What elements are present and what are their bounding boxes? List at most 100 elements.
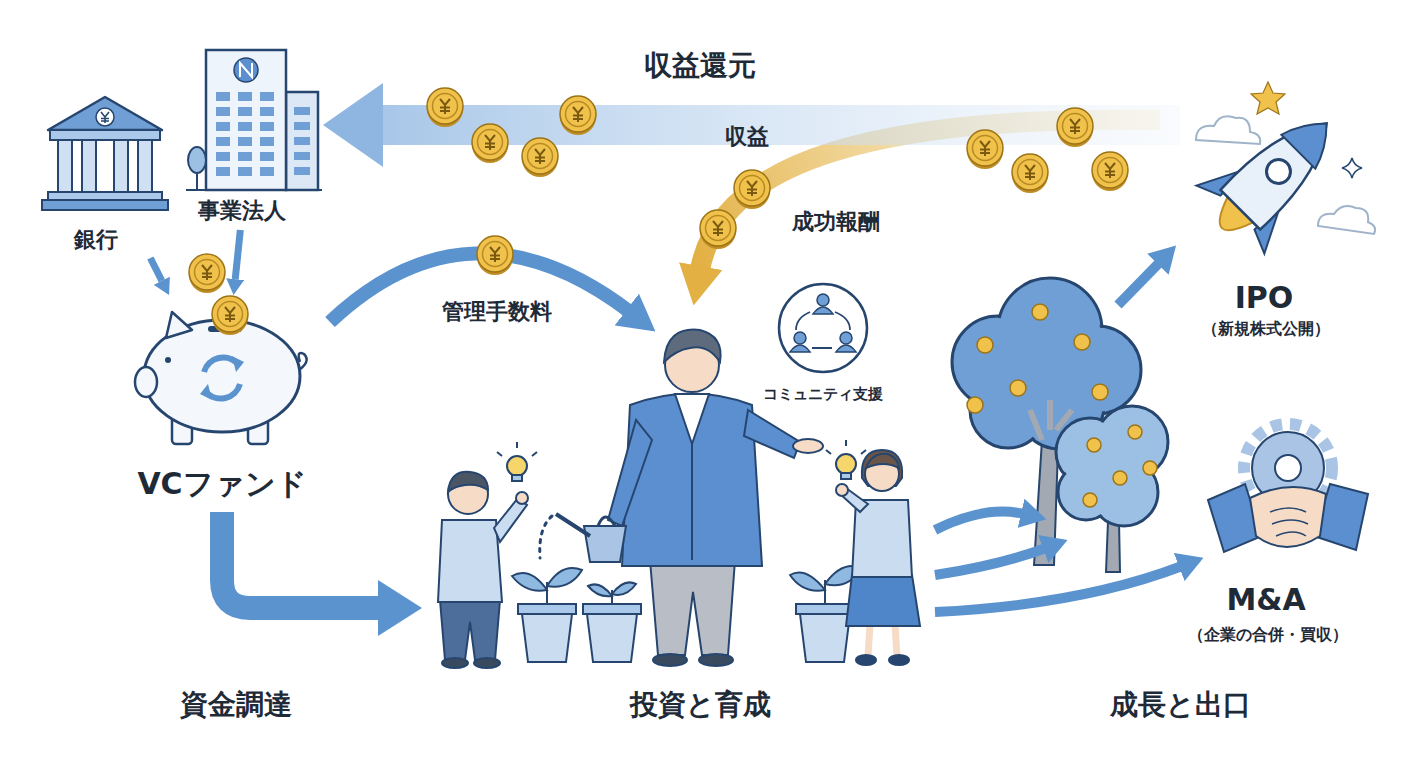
yen-coin bbox=[1012, 154, 1048, 193]
building-window bbox=[260, 92, 274, 101]
flow-arrow bbox=[222, 512, 382, 608]
investor-figure bbox=[664, 330, 721, 362]
growth-tree bbox=[1128, 425, 1142, 439]
yen-coin bbox=[522, 138, 558, 177]
rocket-body bbox=[1220, 103, 1346, 229]
building-annex bbox=[286, 92, 318, 190]
building-window bbox=[260, 167, 274, 176]
sprout-pot bbox=[800, 614, 850, 662]
building-window bbox=[216, 122, 230, 131]
building-window bbox=[216, 107, 230, 116]
founder-figure bbox=[442, 658, 468, 668]
node-label: 銀行 bbox=[31, 227, 161, 253]
founder-figure bbox=[826, 440, 920, 665]
person-icon bbox=[813, 307, 833, 314]
sprout-pot bbox=[587, 614, 637, 662]
building-window bbox=[238, 122, 252, 131]
node-label: IPO bbox=[1167, 280, 1361, 316]
ground-line bbox=[186, 189, 322, 191]
founder-figure bbox=[846, 575, 920, 626]
founder-figure bbox=[438, 442, 537, 668]
building-window bbox=[260, 107, 274, 116]
investor-figure bbox=[650, 560, 735, 655]
piggy-snout bbox=[135, 367, 157, 397]
person-icon bbox=[836, 345, 856, 352]
investor-figure bbox=[608, 420, 652, 526]
bank-base bbox=[48, 192, 162, 200]
icon-node: 銀行 bbox=[40, 88, 175, 258]
growth-tree bbox=[1083, 425, 1157, 507]
icon-node: コミュニティ支援 bbox=[748, 282, 898, 410]
investor-figure bbox=[584, 526, 626, 562]
sprout-pot bbox=[790, 573, 825, 591]
yen-coin bbox=[212, 296, 248, 335]
sprout-pot bbox=[512, 568, 582, 662]
growth-tree bbox=[1092, 384, 1108, 400]
bank-beam bbox=[50, 130, 160, 140]
sparkle bbox=[1342, 158, 1362, 178]
flow-arrow bbox=[1118, 262, 1160, 305]
founder-figure bbox=[507, 456, 527, 476]
flow-arrow bbox=[700, 120, 1160, 270]
bank-column bbox=[114, 140, 128, 192]
person-icon bbox=[794, 332, 806, 344]
founder-figure bbox=[868, 625, 897, 656]
investor-figure bbox=[699, 654, 733, 666]
building-window bbox=[238, 167, 252, 176]
stage-label: 資金調達 bbox=[76, 688, 396, 722]
cycle-arrow bbox=[204, 357, 238, 372]
investor-figure bbox=[675, 394, 709, 444]
node-label: コミュニティ支援 bbox=[748, 385, 898, 403]
icon-node: M&A（企業の合併・買収） bbox=[1168, 412, 1373, 652]
founder-figure bbox=[866, 454, 899, 468]
yen-coin bbox=[734, 170, 770, 209]
sprout-pot bbox=[583, 604, 641, 614]
flow-arrow bbox=[330, 253, 630, 322]
building-window bbox=[216, 167, 230, 176]
yen-coin bbox=[189, 88, 1128, 293]
yen-symbol bbox=[101, 112, 109, 123]
investor-figure bbox=[556, 514, 590, 536]
investor-figure bbox=[540, 516, 552, 558]
yen-badge bbox=[96, 108, 114, 126]
sprout-pot bbox=[588, 584, 612, 596]
growth-tree bbox=[1060, 466, 1112, 518]
rocket-nose bbox=[1281, 106, 1343, 168]
cycle-arrow bbox=[200, 384, 212, 400]
yen-coin bbox=[560, 96, 596, 135]
node-label: 事業法人 bbox=[172, 198, 312, 224]
growth-tree bbox=[1056, 406, 1168, 572]
hands bbox=[1250, 487, 1326, 547]
founder-figure bbox=[440, 600, 500, 660]
node-label: M&A bbox=[1164, 582, 1368, 618]
building-window bbox=[260, 137, 274, 146]
growth-tree bbox=[1113, 471, 1127, 485]
building-window bbox=[216, 137, 230, 146]
cycle-arrow bbox=[206, 384, 240, 399]
stage-label: 投資と育成 bbox=[540, 688, 860, 722]
flow-arrow bbox=[935, 512, 1024, 530]
sprout-pot bbox=[583, 582, 641, 662]
founder-figure bbox=[836, 454, 856, 474]
flow-connector bbox=[383, 105, 1180, 145]
flow-arrow bbox=[222, 120, 1182, 612]
icon-node: VCファンド bbox=[130, 295, 315, 507]
building-window bbox=[216, 152, 230, 161]
bank-roof bbox=[48, 97, 162, 130]
investor-figure bbox=[691, 444, 693, 560]
sprout-pot bbox=[522, 614, 572, 662]
growth-tree bbox=[1143, 461, 1157, 475]
person-icon bbox=[840, 332, 852, 344]
founder-figure bbox=[856, 655, 876, 665]
finger-line bbox=[1270, 508, 1308, 536]
bank-column bbox=[138, 140, 152, 192]
investor-figure bbox=[744, 410, 800, 458]
founder-figure bbox=[836, 484, 848, 496]
growth-tree bbox=[1087, 438, 1101, 452]
yen-coin bbox=[189, 254, 225, 293]
yen-coin bbox=[1057, 108, 1093, 147]
cloud bbox=[1318, 206, 1375, 234]
founder-figure bbox=[448, 472, 488, 492]
investor-figure bbox=[540, 330, 823, 666]
building-window bbox=[294, 122, 310, 130]
